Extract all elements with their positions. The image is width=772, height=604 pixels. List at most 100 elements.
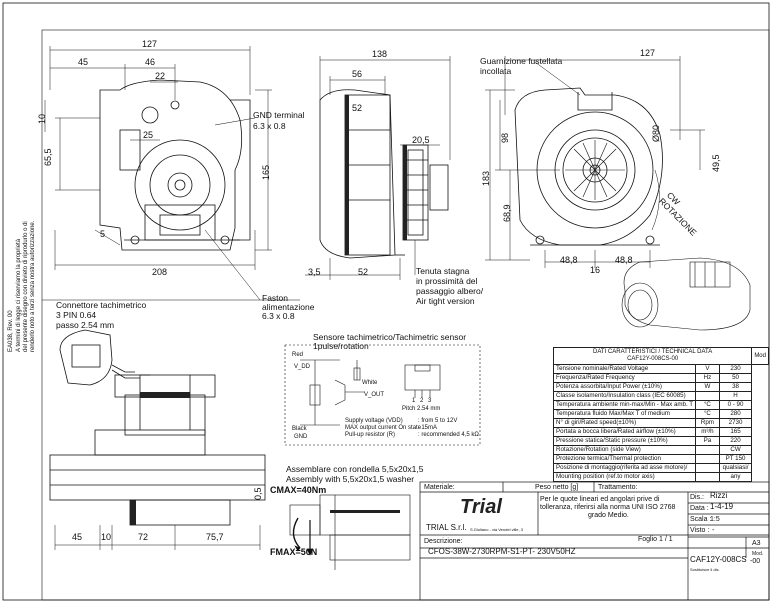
- title-block: Materiale: Peso netto [g] Trattamento: P…: [420, 482, 769, 600]
- dis-label: Dis.:: [690, 494, 704, 501]
- format-value: A3: [752, 540, 761, 547]
- bottom-view-outline: [49, 374, 266, 526]
- tech-row-label: Protezione termica/Thermal protection: [552, 454, 697, 464]
- tech-row-label: N° di giri/Rated speed(±10%): [552, 418, 697, 428]
- dim-65-5: 65,5: [43, 148, 53, 166]
- torque-cmax: CMAX=40Nm: [270, 485, 327, 495]
- dim-183: 183: [481, 170, 491, 186]
- dim-48-8-b: 48,8: [615, 255, 633, 265]
- tech-row-value: 0 - 90: [718, 400, 753, 410]
- washer-note-en: Assembly with 5,5x20x1,5 washer: [286, 474, 415, 484]
- tacho-connector-pins: 3 PIN 0.64: [56, 310, 97, 320]
- gnd-terminal-size: 6.3 x 0.8: [253, 121, 286, 131]
- faston-size: 6.3 x 0.8: [262, 311, 295, 321]
- sensor-pitch: Pitch 2.54 mm: [402, 406, 441, 412]
- tech-row-label: Portata a bocca libera/Rated airflow (±1…: [552, 427, 697, 437]
- sheet-number: Foglio 1 / 1: [638, 536, 673, 543]
- dim-138: 138: [372, 49, 388, 59]
- air-tight-note-4: Air tight version: [416, 296, 475, 306]
- dim-46: 46: [145, 57, 156, 67]
- air-tight-note-1: Tenuta stagna: [416, 266, 470, 276]
- tech-table-row: Posizione di montaggio(riferita ad asse …: [552, 463, 769, 473]
- tech-row-value: qualsiasi/: [718, 463, 753, 473]
- title-block-lines: [419, 481, 770, 601]
- tech-row-value: CW: [718, 445, 753, 455]
- property-note-1: A termini di legge ci riserviamo la prop…: [16, 238, 22, 352]
- air-tight-note-3: passaggio albero/: [416, 286, 484, 296]
- tech-row-unit: Rpm: [695, 418, 720, 428]
- left-view-outline: [99, 79, 251, 251]
- tech-row-unit: [695, 454, 720, 464]
- dim-52-top: 52: [352, 103, 363, 113]
- dim-bottom-72: 72: [138, 532, 149, 542]
- washer-detail: [289, 494, 411, 570]
- property-note-3: renderlo noto a terzi senza nostra autor…: [30, 220, 36, 352]
- dim-208: 208: [152, 267, 168, 277]
- tech-row-unit: °C: [695, 409, 720, 419]
- drawing-code: CAF12Y-008CS: [690, 555, 747, 564]
- mod-label: Mod.: [752, 551, 764, 557]
- dim-diameter-80: Ø80: [651, 124, 661, 142]
- faston-label-2: alimentazione: [262, 302, 315, 312]
- tech-table-row: Temperatura fluido Max/Max T of medium°C…: [552, 409, 769, 419]
- dim-22: 22: [155, 71, 166, 81]
- tech-row-label: Pressione statica/Static pressure (±10%): [552, 436, 697, 446]
- tech-row-value: 280: [718, 409, 753, 419]
- drawing-mod: -00: [750, 558, 761, 565]
- tech-table-row: Portata a bocca libera/Rated airflow (±1…: [552, 427, 769, 437]
- dim-16: 16: [590, 265, 601, 275]
- company-address: S.Giuliano - via Vendel ville, 3: [470, 527, 523, 532]
- tech-row-value: 165: [718, 427, 753, 437]
- tech-row-value: 230: [718, 364, 753, 374]
- tech-row-label: Rotazione/Rotation (side View): [552, 445, 697, 455]
- dim-0-5: 0,5: [253, 487, 263, 500]
- dim-bottom-75-7: 75,7: [206, 532, 224, 542]
- description-label: Descrizione:: [424, 538, 463, 545]
- tech-row-label: Posizione di montaggio(riferita ad asse …: [552, 463, 697, 473]
- drawing-fills: [130, 95, 407, 525]
- dim-98: 98: [500, 132, 510, 143]
- sostituisce-label: Sostituisce il dis.: [690, 567, 720, 572]
- pin-3: 3: [428, 398, 432, 404]
- tacho-connector-sketch: [59, 329, 150, 386]
- tech-row-unit: Pa: [695, 436, 720, 446]
- tech-row-label: Frequenza/Rated Frequency: [552, 373, 697, 383]
- material-label: Materiale:: [424, 484, 455, 491]
- middle-view-outline: [319, 89, 449, 259]
- tech-table-row: Mounting position (ref.to motor axis)any: [552, 472, 769, 482]
- tech-table-row: Rotazione/Rotation (side View) CW: [552, 445, 769, 455]
- tech-row-unit: [695, 391, 720, 401]
- tech-row-value: 2730: [718, 418, 753, 428]
- spec-pullup: Pull-up resistor (R): [345, 432, 396, 438]
- tech-row-value: PT 150: [718, 454, 753, 464]
- bottom-view-dimensions: [54, 525, 261, 550]
- wire-black: Black: [292, 426, 307, 432]
- sensor-subtitle: 1pulse/rotation: [313, 341, 369, 351]
- spec-pullup-value: : recommended 4,5 kΩ: [418, 432, 479, 438]
- description-value: CFOS-38W-2730RPM-S1-PT- 230V50HZ: [428, 547, 576, 556]
- spec-supply-voltage: Supply voltage (VDD): [345, 418, 403, 424]
- inner-border: [41, 29, 770, 601]
- gasket-label-1: Guarnizione fustellata: [480, 56, 563, 66]
- dim-bottom-45: 45: [72, 532, 83, 542]
- tech-row-label: Temperatura ambiente min-max/Min - Max a…: [552, 400, 697, 410]
- tech-row-unit: [695, 463, 720, 473]
- tech-row-value: 38: [718, 382, 753, 392]
- washer-note-it: Assemblare con rondella 5,5x20x1,5: [286, 464, 424, 474]
- dim-25: 25: [143, 130, 154, 140]
- scala-value: 1:5: [710, 516, 720, 523]
- weight-label: Peso netto [g]: [535, 484, 579, 491]
- wire-white: White: [362, 380, 378, 386]
- pin-2: 2: [420, 398, 424, 404]
- faston-label: Faston: [262, 293, 288, 303]
- dis-value: Rizzi: [710, 491, 728, 500]
- tech-row-value: 220: [718, 436, 753, 446]
- dim-68-9: 68,9: [502, 204, 512, 222]
